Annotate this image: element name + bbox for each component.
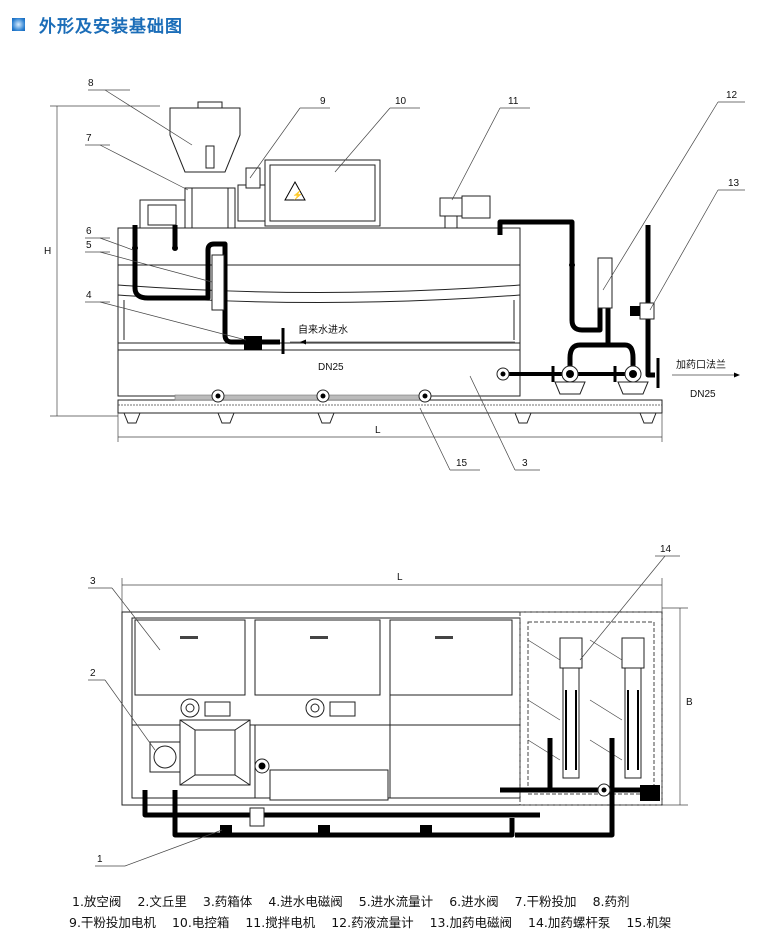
- legend-item: 10.电控箱: [171, 915, 230, 930]
- callout-8: 8: [88, 78, 94, 89]
- plan-dim-l-label: L: [397, 572, 403, 583]
- legend-row: 1.放空阀 2.文丘里 3.药箱体 4.进水电磁阀 5.进水流量计 6.进水阀 …: [72, 890, 687, 911]
- legend-item: 7.干粉投加: [514, 894, 577, 909]
- plan-callout-14: 14: [660, 544, 672, 555]
- water-inlet-label: 自来水进水: [298, 323, 348, 336]
- powder-hopper: [139, 101, 267, 229]
- legend-item: 11.搅拌电机: [245, 915, 316, 930]
- legend-item: 13.加药电磁阀: [429, 915, 512, 930]
- callout-15: 15: [456, 458, 468, 469]
- callout-10: 10: [395, 96, 407, 107]
- page-title: 外形及安装基础图: [12, 12, 183, 37]
- legend-item: 3.药箱体: [202, 894, 253, 909]
- plan-callouts: 3 2 1 14: [88, 544, 680, 867]
- mixer-motor: [439, 195, 491, 229]
- machine-frame: [117, 389, 663, 424]
- legend-item: 8.药剂: [592, 894, 630, 909]
- legend-item: 15.机架: [626, 915, 672, 930]
- legend-item: 5.进水流量计: [358, 894, 434, 909]
- callout-3: 3: [522, 458, 528, 469]
- elevation-view: H L: [44, 78, 745, 471]
- dim-h-label: H: [44, 246, 51, 257]
- water-inlet-piping: [132, 225, 285, 354]
- legend-row: 9.干粉投加电机 10.电控箱 11.搅拌电机 12.药液流量计 13.加药电磁…: [69, 911, 687, 932]
- callout-13: 13: [728, 178, 740, 189]
- elevation-callouts: 8 9 10 11 12 13 7 6 5 4 15 3: [85, 78, 745, 471]
- callout-12: 12: [726, 90, 738, 101]
- dim-l-label: L: [375, 425, 381, 436]
- legend-item: 1.放空阀: [72, 894, 122, 909]
- legend-item: 2.文丘里: [137, 894, 187, 909]
- plan-piping: [142, 738, 660, 838]
- dim-b-label: B: [686, 697, 693, 708]
- plan-view: L B: [88, 544, 693, 867]
- legend-item: 14.加药螺杆泵: [528, 915, 611, 930]
- legend-item: 4.进水电磁阀: [268, 894, 343, 909]
- callout-6: 6: [86, 226, 92, 237]
- outlet-size-label: DN25: [690, 389, 716, 400]
- dosing-tank: [117, 227, 521, 397]
- callout-9: 9: [320, 96, 326, 107]
- parts-legend: 1.放空阀 2.文丘里 3.药箱体 4.进水电磁阀 5.进水流量计 6.进水阀 …: [69, 890, 687, 932]
- callout-7: 7: [86, 133, 92, 144]
- legend-item: 6.进水阀: [449, 894, 499, 909]
- plan-callout-1: 1: [97, 854, 103, 865]
- callout-11: 11: [508, 96, 519, 107]
- outlet-label: 加药口法兰: [676, 358, 726, 371]
- control-box: ⚡: [264, 159, 381, 227]
- legend-item: 12.药液流量计: [331, 915, 414, 930]
- callout-5: 5: [86, 240, 92, 251]
- tank-compartments: [132, 619, 520, 798]
- plan-callout-3: 3: [90, 576, 96, 587]
- callout-4: 4: [86, 290, 92, 301]
- inlet-size-label: DN25: [318, 362, 344, 373]
- title-text: 外形及安装基础图: [39, 17, 183, 37]
- dosing-piping: [496, 219, 660, 395]
- warning-icon: ⚡: [292, 189, 303, 201]
- plan-callout-2: 2: [90, 668, 96, 679]
- title-bullet-icon: [12, 18, 25, 31]
- plan-feeder: [149, 698, 389, 801]
- legend-item: 9.干粉投加电机: [69, 915, 156, 930]
- screw-pumps: [527, 637, 645, 779]
